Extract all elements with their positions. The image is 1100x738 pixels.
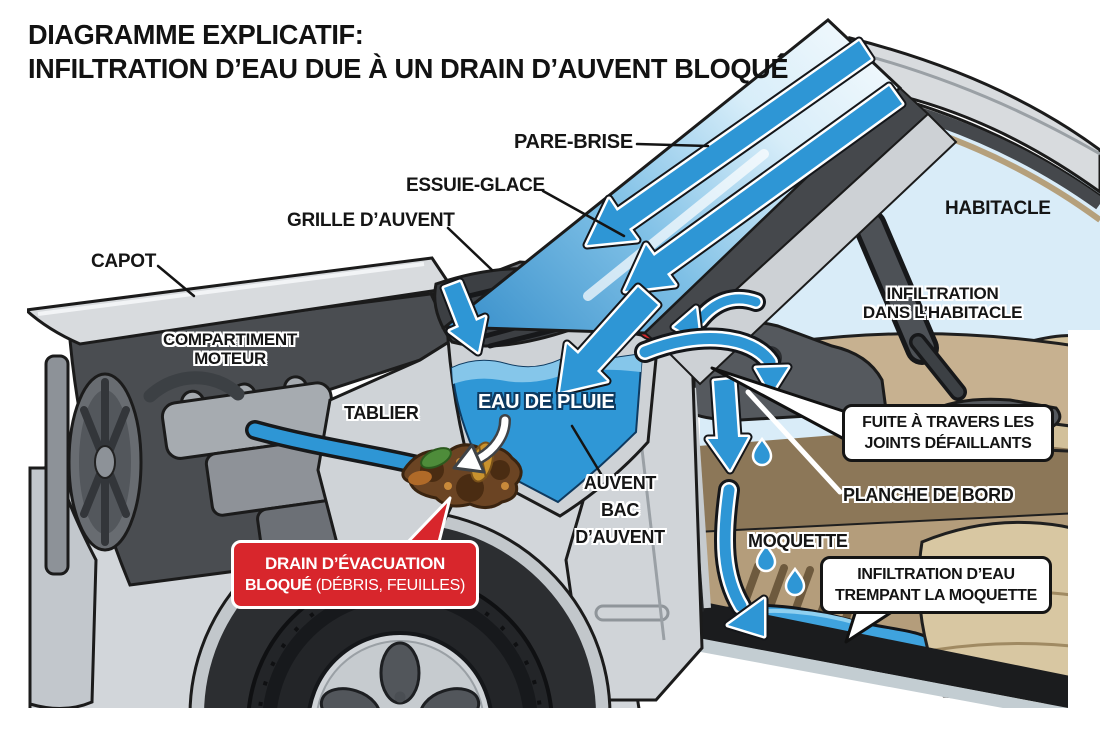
cowl-inflow-arrow bbox=[555, 282, 663, 397]
drain-blocked-arrow bbox=[452, 414, 511, 474]
diagram-title: DIAGRAMME EXPLICATIF: INFILTRATION D’EAU… bbox=[28, 18, 788, 85]
a-pillar bbox=[666, 112, 958, 386]
door-sill bbox=[684, 598, 1100, 714]
callout-drain-bloque: DRAIN D’ÉVACUATION BLOQUÉ (DÉBRIS, FEUIL… bbox=[231, 540, 479, 609]
label-auvent-bac: AUVENT BAC D’AUVENT bbox=[575, 473, 665, 547]
leader-capot bbox=[156, 264, 196, 298]
dash-cascade-arrow bbox=[703, 374, 753, 475]
label-tablier: TABLIER bbox=[344, 403, 419, 423]
windshield-flow-arrow bbox=[620, 81, 907, 296]
title-line1: DIAGRAMME EXPLICATIF: bbox=[28, 19, 364, 50]
leader-planche-de-bord bbox=[745, 389, 843, 495]
water-drops bbox=[751, 436, 806, 597]
label-essuie-glace: ESSUIE-GLACE bbox=[406, 175, 545, 196]
label-eau-de-pluie: EAU DE PLUIE bbox=[478, 391, 615, 413]
leader-auvent bbox=[570, 424, 603, 476]
engine-bay bbox=[22, 256, 472, 587]
callout-fuite-joints: FUITE À TRAVERS LES JOINTS DÉFAILLANTS bbox=[842, 404, 1054, 462]
windshield-flow-arrow bbox=[582, 36, 876, 250]
label-compartiment-moteur: COMPARTIMENT MOTEUR bbox=[163, 330, 297, 369]
leader-pare-brise bbox=[635, 142, 710, 148]
cabin-inflow-arrow bbox=[634, 327, 793, 399]
title-line2: INFILTRATION D’EAU DUE À UN DRAIN D’AUVE… bbox=[28, 52, 789, 84]
hood bbox=[22, 256, 455, 346]
label-capot: CAPOT bbox=[91, 251, 157, 272]
label-habitacle: HABITACLE bbox=[945, 198, 1051, 219]
green-leaf bbox=[420, 447, 452, 469]
rocker-strip bbox=[688, 636, 1100, 726]
label-infiltration-habitacle: INFILTRATION DANS L’HABITACLE bbox=[862, 284, 1023, 323]
grille-inflow-arrow bbox=[439, 277, 490, 357]
steering-wheel bbox=[858, 214, 934, 360]
engine-hose bbox=[143, 371, 245, 403]
water-flow-arrows bbox=[439, 36, 907, 641]
leader-grille-auvent bbox=[446, 226, 494, 272]
label-moquette: MOQUETTE bbox=[748, 531, 848, 551]
radiator bbox=[44, 354, 70, 576]
label-pare-brise: PARE-BRISE bbox=[514, 131, 633, 153]
leader-essuie-glace bbox=[541, 189, 626, 238]
label-grille-auvent: GRILLE D’AUVENT bbox=[287, 210, 455, 231]
floor-flow-arrow bbox=[714, 479, 769, 641]
label-planche-de-bord: PLANCHE DE BORD bbox=[843, 485, 1014, 505]
callout-infiltration-eau: INFILTRATION D’EAU TREMPANT LA MOQUETTE bbox=[820, 556, 1052, 614]
